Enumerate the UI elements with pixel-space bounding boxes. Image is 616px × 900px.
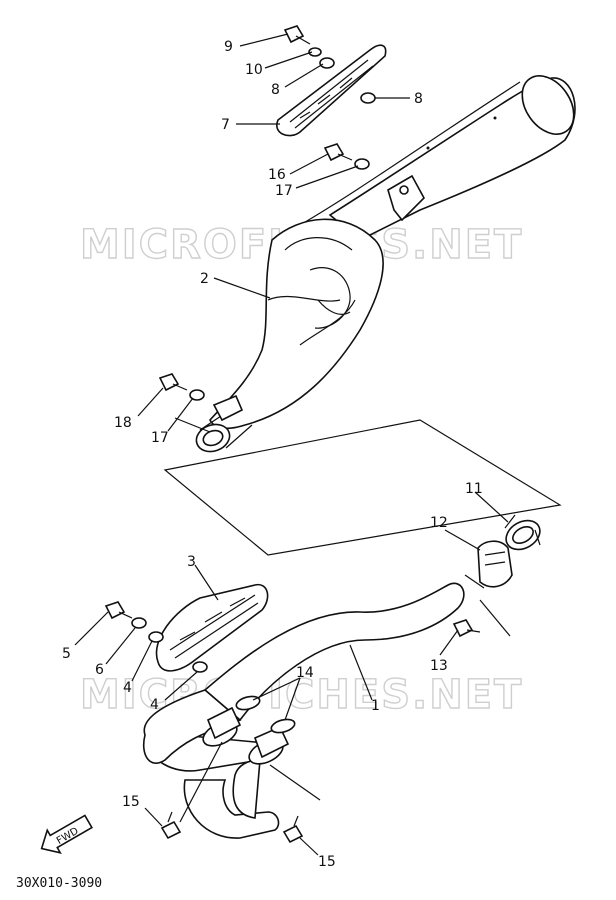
nut-8-right <box>360 92 376 104</box>
callout-7: 7 <box>221 117 230 133</box>
bolt-16 <box>323 143 353 162</box>
callout-13: 13 <box>430 658 448 674</box>
fwd-arrow: FWD <box>40 814 93 854</box>
callout-9: 9 <box>224 39 233 55</box>
gasket-11 <box>504 514 541 551</box>
nut-4-left <box>148 631 164 643</box>
bolt-5 <box>104 601 133 620</box>
bolt-18 <box>158 373 188 392</box>
watermark-bottom: MICROFICHES.NET <box>80 672 523 718</box>
clamp-12 <box>477 540 513 588</box>
callout-16: 16 <box>268 167 286 183</box>
bolt-15-right <box>282 815 304 844</box>
callout-12: 12 <box>430 515 448 531</box>
callout-8-upper: 8 <box>271 82 280 98</box>
callout-8-right: 8 <box>414 91 423 107</box>
callout-15-right: 15 <box>318 854 336 870</box>
muffler <box>195 75 576 453</box>
diagram-code: 30X010-3090 <box>16 876 102 891</box>
heat-shield-upper <box>276 44 387 137</box>
callout-17-lower: 17 <box>151 430 169 446</box>
callout-15-left: 15 <box>122 794 140 810</box>
callout-labels: 9 10 8 8 7 16 17 2 18 17 11 12 3 13 5 6 … <box>62 39 483 870</box>
leader-lines <box>74 33 511 856</box>
callout-6: 6 <box>95 662 104 678</box>
washer-6 <box>131 617 147 629</box>
callout-2: 2 <box>200 271 209 287</box>
callout-17-upper: 17 <box>275 183 293 199</box>
exhaust-pipe <box>143 582 465 839</box>
heat-shield-lower <box>155 583 269 672</box>
bolt-9 <box>283 25 311 45</box>
callout-5: 5 <box>62 646 71 662</box>
washer-10 <box>308 47 322 57</box>
nut-4-right <box>192 661 208 673</box>
callout-4-right: 4 <box>150 697 159 713</box>
connection-box <box>163 419 562 556</box>
bolt-13 <box>452 619 481 638</box>
callout-10: 10 <box>245 62 263 78</box>
callout-4-left: 4 <box>123 680 132 696</box>
callout-14: 14 <box>296 665 314 681</box>
bolt-15-left <box>160 811 182 840</box>
callout-18: 18 <box>114 415 132 431</box>
washer-17-upper <box>354 158 370 170</box>
gasket-14-right <box>270 718 296 734</box>
callout-3: 3 <box>187 554 196 570</box>
washer-17-lower <box>189 389 205 401</box>
callout-1: 1 <box>371 698 380 714</box>
nut-8-upper <box>319 57 335 69</box>
callout-11: 11 <box>465 481 483 497</box>
